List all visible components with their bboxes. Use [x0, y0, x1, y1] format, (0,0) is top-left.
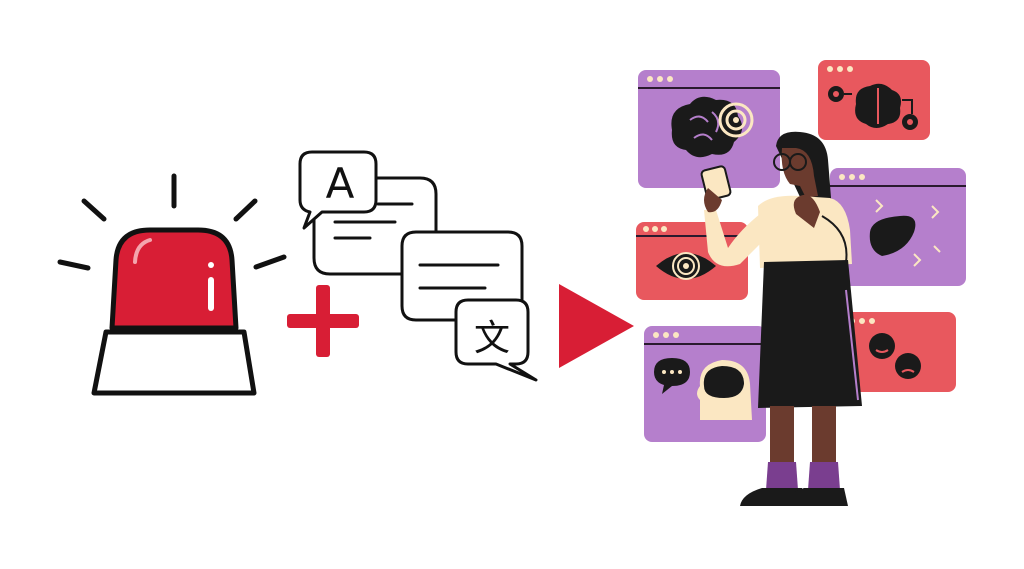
window-head-thinking	[644, 326, 766, 442]
source-glyph: A	[326, 159, 355, 208]
play-arrow-icon	[559, 284, 634, 368]
translate-bubbles-icon: A 文	[298, 150, 538, 382]
woman-figure	[700, 131, 862, 506]
target-glyph: 文	[474, 318, 510, 359]
window-brain-gears	[818, 60, 930, 140]
plus-icon	[287, 285, 359, 357]
window-organ	[830, 168, 966, 286]
window-brain-target	[638, 70, 780, 188]
siren-icon	[57, 173, 287, 396]
brain-windows-illustration	[636, 60, 966, 506]
window-emotions	[840, 312, 956, 392]
